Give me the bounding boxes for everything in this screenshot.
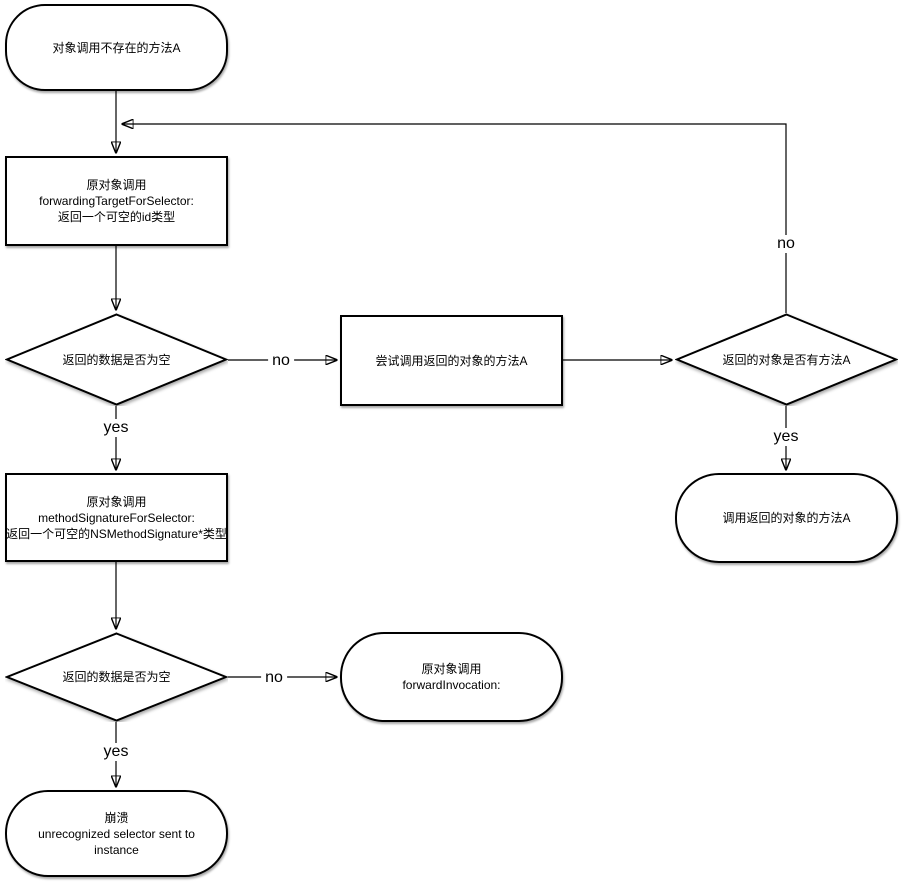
node-start-line: 对象调用不存在的方法A	[52, 40, 181, 55]
node-crash-label: 崩溃 unrecognized selector sent to instanc…	[38, 810, 195, 858]
node-crash: 崩溃 unrecognized selector sent to instanc…	[5, 790, 228, 877]
node-is-empty-2-label: 返回的数据是否为空	[62, 669, 170, 685]
edge-label-yes-2: yes	[769, 428, 803, 446]
diamond-shape	[5, 632, 228, 722]
node-forward-invocation-label: 原对象调用 forwardInvocation:	[402, 661, 500, 693]
node-line: forwardingTargetForSelector:	[39, 194, 194, 208]
node-method-signature: 原对象调用 methodSignatureForSelector: 返回一个可空…	[5, 473, 228, 562]
node-has-method: 返回的对象是否有方法A	[675, 313, 898, 406]
node-is-empty-1: 返回的数据是否为空	[5, 313, 228, 406]
node-start-label: 对象调用不存在的方法A	[52, 40, 180, 56]
node-call-method-label: 调用返回的对象的方法A	[722, 510, 850, 526]
edge-label-yes-3: yes	[99, 743, 133, 761]
node-line: 返回一个可空的NSMethodSignature*类型	[6, 526, 227, 541]
node-line: 返回一个可空的id类型	[57, 210, 176, 224]
node-line: 原对象调用	[86, 494, 147, 509]
node-line: 返回的对象是否有方法A	[722, 352, 851, 367]
node-has-method-label: 返回的对象是否有方法A	[722, 352, 850, 368]
node-line: instance	[94, 842, 139, 857]
node-line: 返回的数据是否为空	[62, 670, 171, 684]
edge-label-yes-1: yes	[99, 419, 133, 437]
node-forwarding-target: 原对象调用 forwardingTargetForSelector: 返回一个可…	[5, 156, 228, 246]
node-call-method: 调用返回的对象的方法A	[675, 473, 898, 563]
node-line: unrecognized selector sent to	[38, 826, 195, 841]
node-line: 返回的数据是否为空	[62, 352, 171, 367]
edge-label-no-1: no	[268, 352, 294, 370]
node-line: 调用返回的对象的方法A	[722, 511, 851, 525]
node-start: 对象调用不存在的方法A	[5, 4, 228, 91]
node-line: 原对象调用	[421, 662, 482, 676]
node-try-call: 尝试调用返回的对象的方法A	[340, 315, 563, 406]
node-line: forwardInvocation:	[402, 678, 501, 692]
node-is-empty-1-label: 返回的数据是否为空	[62, 352, 170, 368]
diamond-shape	[5, 313, 228, 406]
node-forward-invocation: 原对象调用 forwardInvocation:	[340, 632, 563, 722]
node-is-empty-2: 返回的数据是否为空	[5, 632, 228, 722]
node-forwarding-target-label: 原对象调用 forwardingTargetForSelector: 返回一个可…	[39, 177, 194, 225]
node-line: 尝试调用返回的对象的方法A	[375, 353, 528, 368]
edge-label-no-3: no	[261, 669, 287, 687]
diamond-shape	[675, 313, 898, 406]
node-try-call-label: 尝试调用返回的对象的方法A	[375, 353, 527, 369]
node-line: 原对象调用	[86, 178, 147, 192]
node-line: methodSignatureForSelector:	[38, 510, 195, 525]
node-method-signature-label: 原对象调用 methodSignatureForSelector: 返回一个可空…	[6, 494, 227, 542]
node-line: 崩溃	[104, 810, 129, 825]
edge-label-no-2: no	[773, 235, 799, 253]
